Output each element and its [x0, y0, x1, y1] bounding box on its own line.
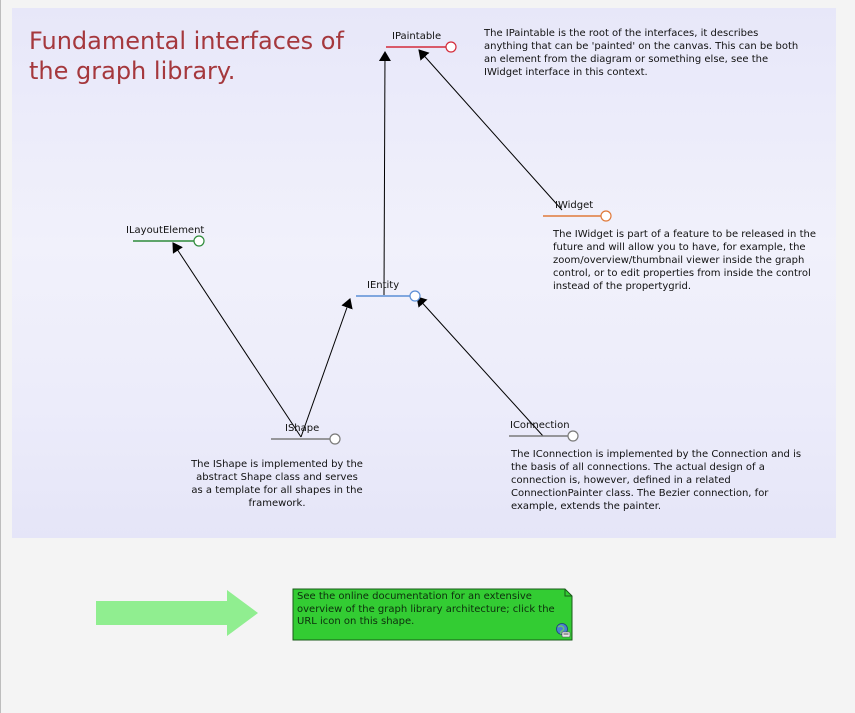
- edge-ishape-to-ilayoutelement[interactable]: [172, 242, 302, 438]
- diagram-panel: [12, 8, 836, 538]
- ipaintable-node[interactable]: [386, 41, 457, 53]
- ishape-note: The IShape is implemented by the abstrac…: [191, 459, 363, 509]
- ilayoutelement-label: ILayoutElement: [126, 225, 205, 236]
- url-globe-icon[interactable]: [555, 622, 571, 638]
- iconnection-note: The IConnection is implemented by the Co…: [511, 449, 802, 512]
- ilayoutelement-node[interactable]: [133, 235, 205, 247]
- ipaintable-note: The IPaintable is the root of the interf…: [484, 28, 799, 78]
- edge-iconnection-to-ientity[interactable]: [416, 296, 544, 437]
- ishape-label: IShape: [285, 423, 320, 434]
- iconnection-node[interactable]: [509, 430, 579, 442]
- edge-ientity-to-ipaintable[interactable]: [378, 51, 391, 296]
- ientity-node[interactable]: [356, 290, 421, 302]
- ientity-label: IEntity: [367, 280, 400, 291]
- edge-ishape-to-ientity[interactable]: [300, 298, 353, 438]
- iwidget-node[interactable]: [543, 210, 612, 222]
- callout-shape[interactable]: [292, 588, 573, 641]
- diagram-title: Fundamental interfaces of the graph libr…: [29, 27, 344, 85]
- iwidget-note: The IWidget is part of a feature to be r…: [553, 229, 816, 292]
- edge-iwidget-to-ipaintable[interactable]: [418, 49, 563, 211]
- callout-text: See the online documentation for an exte…: [297, 591, 555, 627]
- ipaintable-label: IPaintable: [392, 31, 442, 42]
- iconnection-label: IConnection: [510, 420, 570, 431]
- green-arrow-shape[interactable]: [96, 590, 258, 636]
- ishape-node[interactable]: [271, 433, 341, 445]
- iwidget-label: IWidget: [555, 200, 594, 211]
